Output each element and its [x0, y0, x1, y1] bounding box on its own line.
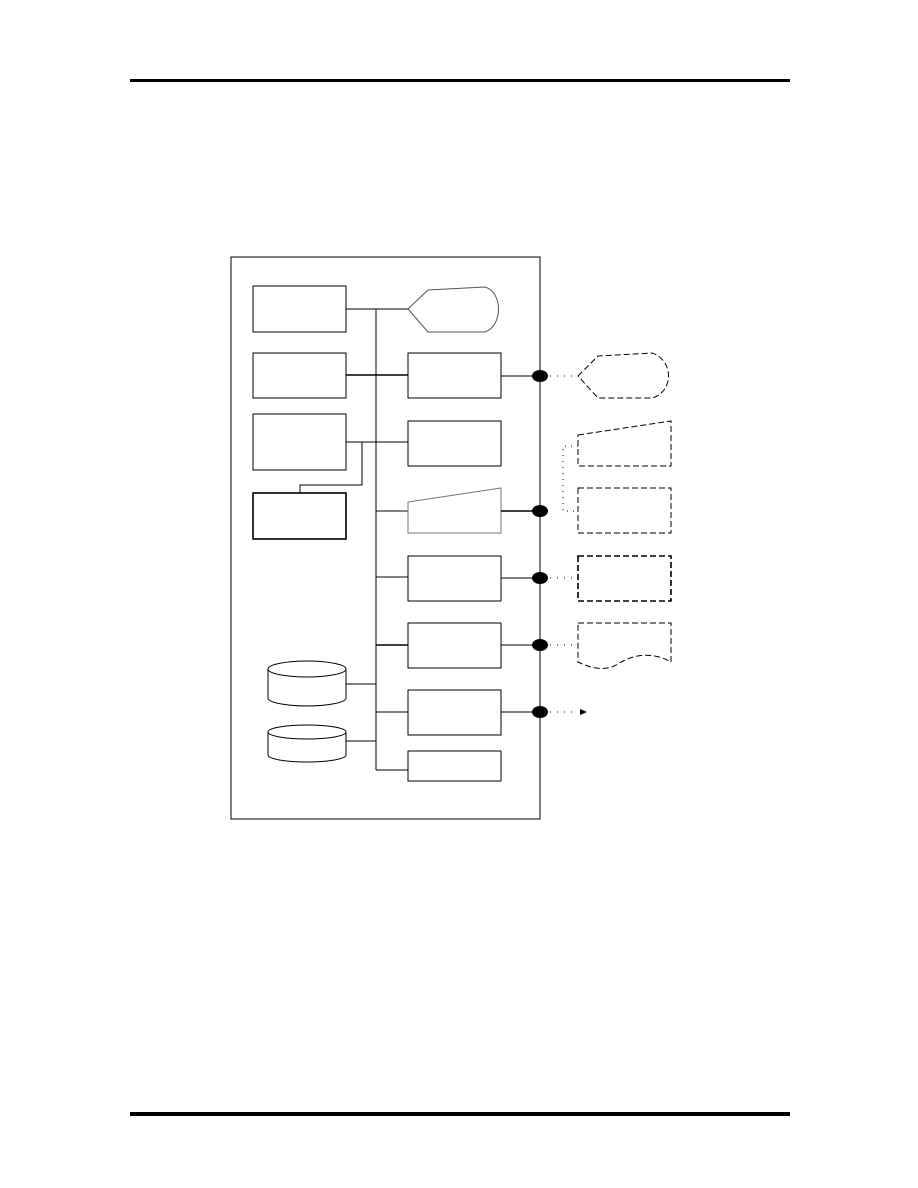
port-5: [532, 706, 548, 718]
footer-rule: [130, 1112, 790, 1116]
display-unit: [407, 286, 499, 333]
arrow-head-icon: [580, 709, 587, 715]
port-2: [532, 505, 548, 517]
port-4: [532, 639, 548, 651]
ext-manual-input: [577, 420, 672, 467]
right-block-6: [407, 750, 502, 782]
left-block-2: [252, 352, 347, 399]
ext-link: [562, 445, 578, 512]
system-boundary: [230, 256, 541, 820]
connector: [299, 442, 363, 493]
right-block-2: [407, 420, 502, 467]
port-3: [532, 572, 548, 584]
left-block-4: [252, 492, 347, 540]
right-block-3: [407, 555, 502, 602]
input-unit: [407, 487, 502, 534]
port-1: [532, 370, 548, 382]
ext-block-b: [577, 555, 672, 602]
left-block-3: [252, 413, 347, 471]
right-block-1: [407, 352, 502, 399]
storage-2: [267, 724, 347, 763]
ext-display: [577, 352, 669, 399]
storage-1: [267, 660, 347, 707]
left-block-1: [252, 285, 347, 333]
right-block-4: [407, 622, 502, 669]
header-rule: [130, 79, 790, 82]
ext-document: [577, 622, 672, 669]
right-block-5: [407, 689, 502, 736]
ext-block-a: [577, 487, 672, 534]
